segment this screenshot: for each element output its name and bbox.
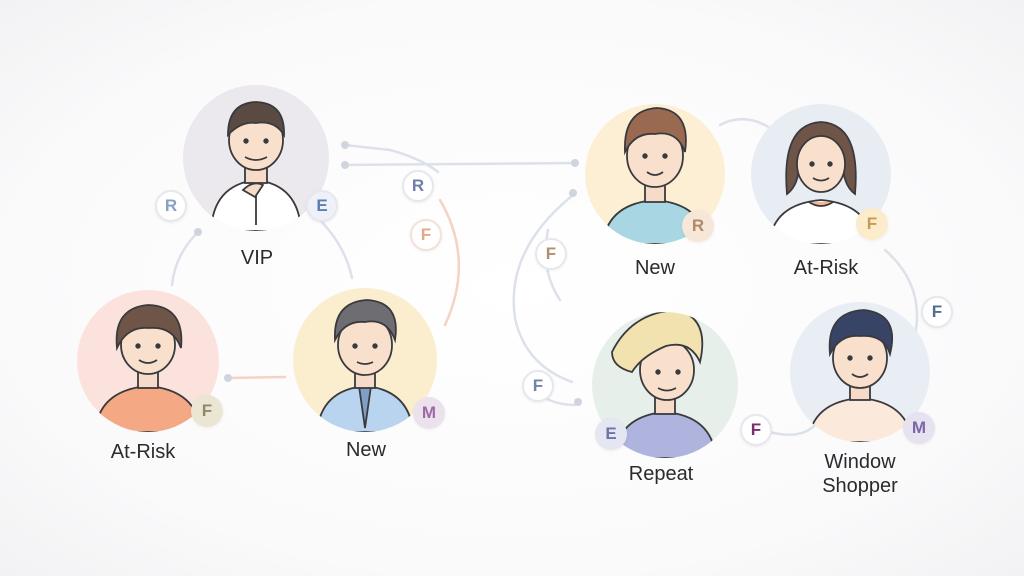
badge-float-r: R bbox=[402, 170, 434, 202]
avatar-at-risk-left bbox=[77, 290, 219, 432]
badge-float-f2: F bbox=[535, 238, 567, 270]
node-label-repeat: Repeat bbox=[628, 463, 694, 485]
badge-new-right-r: R bbox=[682, 210, 714, 242]
avatar-repeat bbox=[592, 312, 738, 458]
node-label-new-right: New bbox=[634, 257, 676, 279]
badge-float-f4: F bbox=[522, 370, 554, 402]
badge-window-shopper-m: M bbox=[903, 412, 935, 444]
badge-vip-r: R bbox=[155, 190, 187, 222]
connector-top-right-upper bbox=[343, 143, 440, 174]
connector-dot bbox=[194, 228, 202, 236]
badge-new-left-m: M bbox=[413, 397, 445, 429]
badge-vip-e: E bbox=[306, 190, 338, 222]
badge-float-f3: F bbox=[921, 296, 953, 328]
avatar-new-right bbox=[585, 104, 725, 244]
connector-vip-left bbox=[170, 230, 200, 287]
badge-repeat-e: E bbox=[595, 418, 627, 450]
node-label-at-risk-left: At-Risk bbox=[110, 441, 176, 463]
connector-atrisk-new bbox=[226, 375, 287, 380]
connector-peach-arc bbox=[438, 198, 460, 327]
connector-window-arc bbox=[883, 248, 919, 337]
connector-arc-left bbox=[512, 193, 575, 384]
node-label-at-risk-right: At-Risk bbox=[793, 257, 859, 279]
node-label-window-shopper-line1: Window bbox=[824, 451, 896, 473]
avatar-at-risk-right bbox=[751, 104, 891, 244]
node-label-window-shopper: Window Shopper bbox=[822, 450, 898, 498]
connector-dot bbox=[574, 398, 582, 406]
connector-dot bbox=[569, 189, 577, 197]
avatar-new-left bbox=[293, 288, 437, 432]
avatar-vip bbox=[183, 85, 329, 231]
badge-float-f5: F bbox=[740, 414, 772, 446]
connector-top-small-arc bbox=[718, 118, 772, 130]
connector-dot bbox=[341, 141, 349, 149]
connector-top-horizontal bbox=[343, 161, 577, 167]
node-label-window-shopper-line2: Shopper bbox=[822, 475, 898, 497]
connector-vip-right bbox=[316, 216, 354, 280]
node-label-vip: VIP bbox=[240, 247, 274, 269]
connector-repeat-shopper bbox=[768, 423, 817, 437]
badge-at-risk-left-f: F bbox=[191, 395, 223, 427]
connector-dot bbox=[224, 374, 232, 382]
connector-dot bbox=[571, 159, 579, 167]
badge-float-f1: F bbox=[410, 219, 442, 251]
node-label-new-left: New bbox=[345, 439, 387, 461]
badge-at-risk-right-f: F bbox=[856, 208, 888, 240]
connector-dot bbox=[341, 161, 349, 169]
